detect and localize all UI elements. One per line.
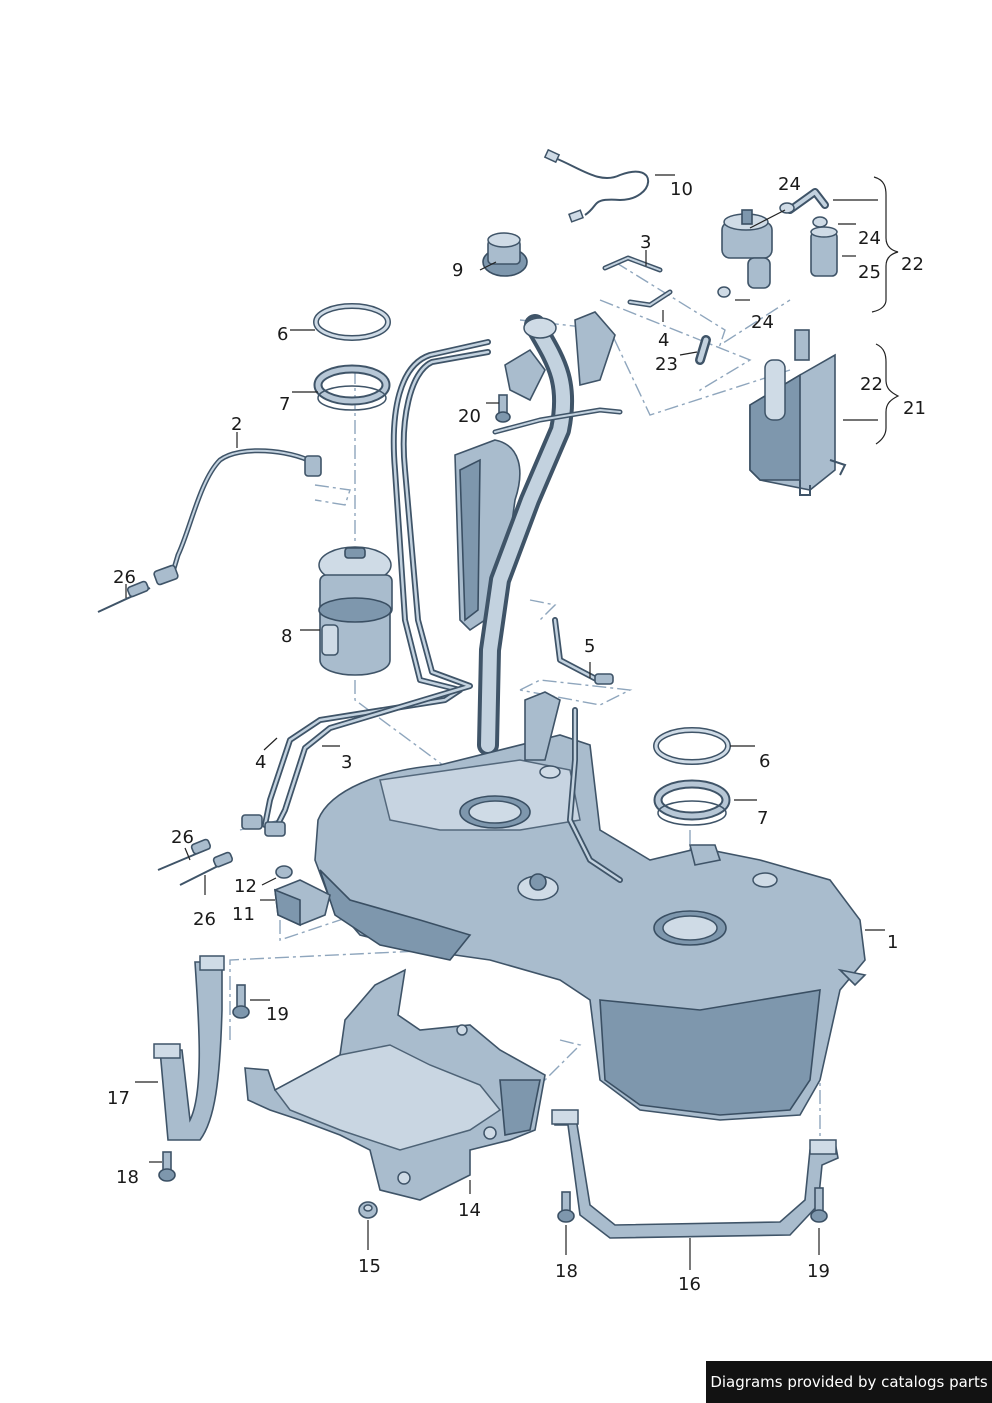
part-9-filler-cap	[482, 232, 528, 277]
callout-23: 23	[655, 354, 678, 375]
filler-neck	[454, 311, 623, 756]
part-10-wiring	[543, 148, 650, 223]
part-6-lower-ring	[653, 727, 731, 765]
part-12-nut	[275, 865, 293, 879]
part-18-bolt-right	[557, 1191, 575, 1223]
callout-labels: 1 2 3 3 4 4 5 6 6 7 7 8 9 10 11 12 14 15…	[107, 174, 926, 1295]
callout-21: 21	[903, 398, 926, 419]
part-11-bracket	[274, 879, 331, 927]
callout-4-upper: 4	[658, 330, 669, 351]
part-14-heat-shield	[244, 968, 546, 1201]
callout-24-top: 24	[778, 174, 801, 195]
part-8-fuel-pump	[318, 546, 393, 676]
callout-24-mid: 24	[858, 228, 881, 249]
part-26-connector-lower	[157, 838, 234, 886]
callout-26-upper: 26	[113, 567, 136, 588]
part-3-4-fuel-lines	[241, 339, 491, 837]
callout-14: 14	[458, 1200, 481, 1221]
part-17-strap	[153, 955, 225, 1141]
part-4-upper-pipe	[627, 289, 673, 308]
callout-3-lower: 3	[341, 752, 352, 773]
callout-22-upper: 22	[901, 254, 924, 275]
part-26-connector-upper	[97, 580, 151, 613]
callout-5: 5	[584, 636, 595, 657]
callout-17: 17	[107, 1088, 130, 1109]
attribution-footer: Diagrams provided by catalogs parts	[706, 1361, 992, 1403]
callout-16: 16	[678, 1274, 701, 1295]
part-20-bolt	[495, 394, 511, 423]
part-7-upper-ring	[313, 364, 391, 411]
callout-7-upper: 7	[279, 394, 290, 415]
callout-4-lower: 4	[255, 752, 266, 773]
part-7-lower-ring	[653, 779, 731, 826]
part-22-valve-assembly	[717, 188, 838, 298]
part-15-nut	[358, 1201, 378, 1219]
callout-18-left: 18	[116, 1167, 139, 1188]
callout-11: 11	[232, 904, 255, 925]
part-21-charcoal-canister	[749, 329, 847, 496]
callout-20: 20	[458, 406, 481, 427]
part-19-bolt-right	[810, 1187, 828, 1223]
callout-6-upper: 6	[277, 324, 288, 345]
callout-22-lower: 22	[860, 374, 883, 395]
callout-25: 25	[858, 262, 881, 283]
callout-19-right: 19	[807, 1261, 830, 1282]
callout-26-mid: 26	[171, 827, 194, 848]
leader-lines	[125, 174, 900, 1270]
part-1-fuel-tank	[314, 691, 867, 1121]
callout-19-left: 19	[266, 1004, 289, 1025]
callout-9: 9	[452, 260, 463, 281]
callout-18-right: 18	[555, 1261, 578, 1282]
callout-15: 15	[358, 1256, 381, 1277]
part-16-strap	[551, 1109, 839, 1239]
part-5-pipe	[552, 617, 614, 685]
part-23-hose	[695, 335, 711, 365]
callout-6-lower: 6	[759, 751, 770, 772]
callout-7-lower: 7	[757, 808, 768, 829]
callout-10: 10	[670, 179, 693, 200]
callout-1: 1	[887, 932, 898, 953]
callout-26-lower: 26	[193, 909, 216, 930]
callout-2: 2	[231, 414, 242, 435]
callout-12: 12	[234, 876, 257, 897]
callout-24-low: 24	[751, 312, 774, 333]
part-6-upper-ring	[313, 303, 391, 341]
callout-3-upper: 3	[640, 232, 651, 253]
part-2-pipe	[153, 448, 322, 586]
callout-8: 8	[281, 626, 292, 647]
part-19-bolt-left	[232, 984, 250, 1019]
part-18-bolt-left	[158, 1151, 176, 1182]
part-3-upper-pipe	[602, 255, 663, 273]
